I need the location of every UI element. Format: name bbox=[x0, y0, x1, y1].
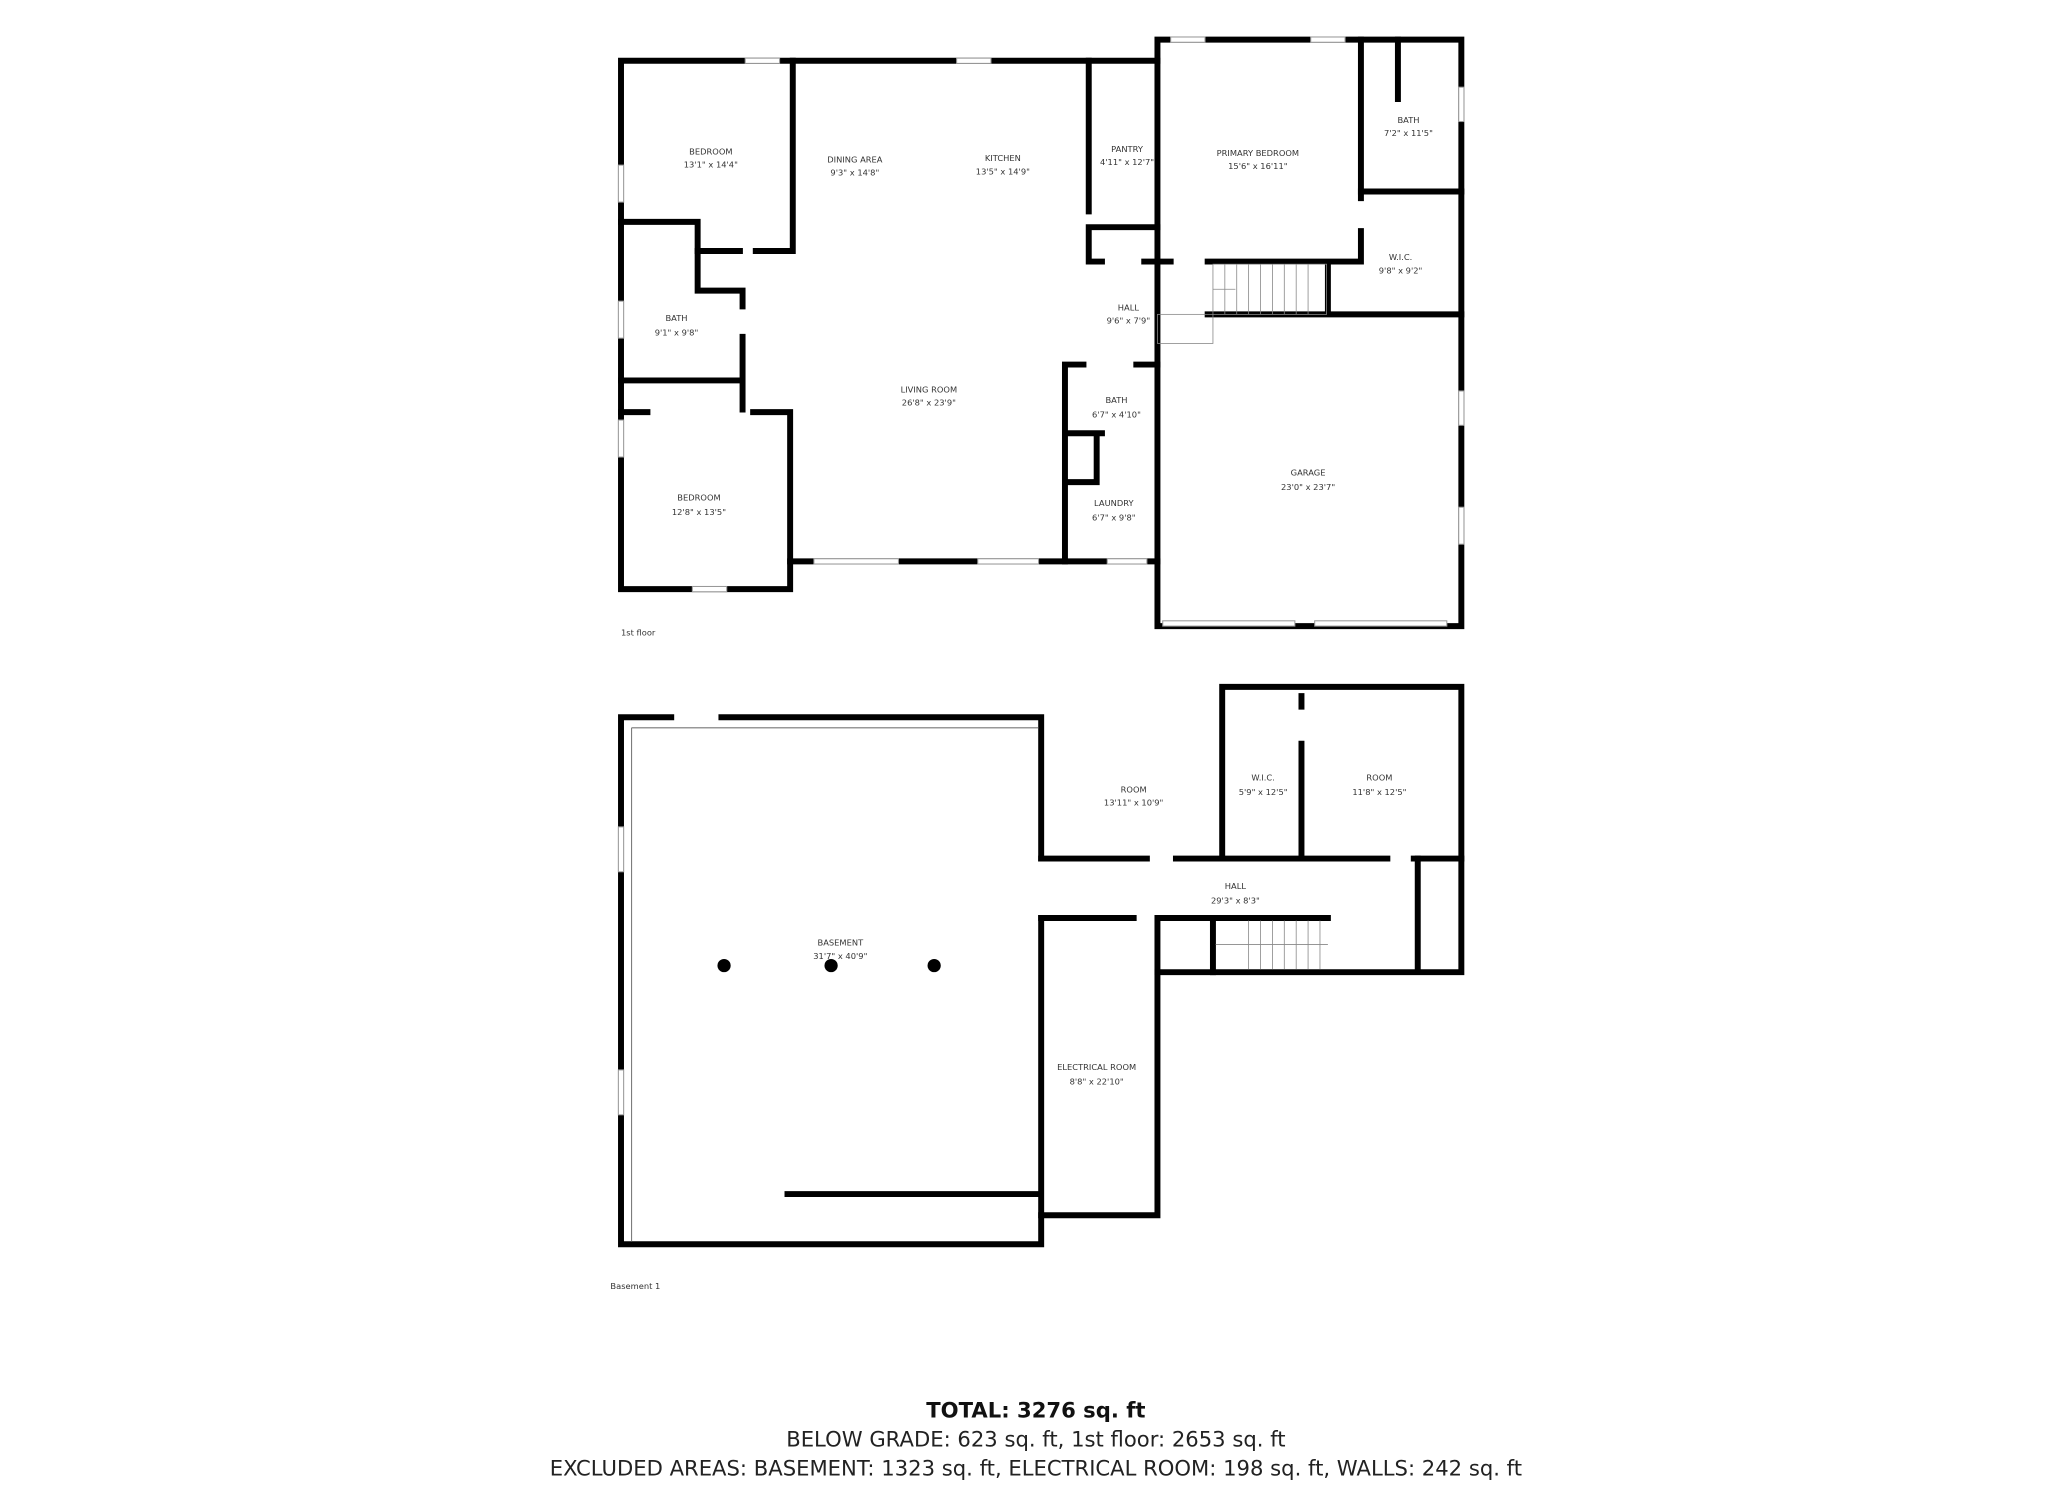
room-dimensions: 11'8" x 12'5" bbox=[1352, 787, 1406, 797]
room-name: W.I.C. bbox=[1389, 252, 1412, 262]
room-dimensions: 6'7" x 9'8" bbox=[1092, 512, 1136, 522]
area-summary: TOTAL: 3276 sq. ft BELOW GRADE: 623 sq. … bbox=[550, 1397, 1522, 1480]
room-name: ELECTRICAL ROOM bbox=[1057, 1062, 1136, 1072]
basement-columns bbox=[717, 958, 941, 973]
room-dimensions: 29'3" x 8'3" bbox=[1211, 895, 1260, 905]
first-floor-labels: BEDROOM 13'1" x 14'4" DINING AREA 9'3" x 1… bbox=[621, 115, 1433, 638]
room-dimensions: 13'5" x 14'9" bbox=[976, 166, 1030, 176]
room-dimensions: 8'8" x 22'10" bbox=[1070, 1076, 1124, 1086]
room-dimensions: 6'7" x 4'10" bbox=[1092, 409, 1141, 419]
room-dimensions: 31'7" x 40'9" bbox=[813, 951, 867, 961]
first-floor-stairs bbox=[1157, 263, 1327, 344]
room-name: BATH bbox=[1105, 395, 1127, 405]
room-dimensions: 9'3" x 14'8" bbox=[830, 168, 879, 178]
area-breakdown: BELOW GRADE: 623 sq. ft, 1st floor: 2653… bbox=[786, 1426, 1285, 1451]
room-name: ROOM bbox=[1366, 773, 1392, 783]
first-floor-windows bbox=[617, 36, 1465, 627]
room-dimensions: 4'11" x 12'7" bbox=[1100, 157, 1154, 167]
room-name: W.I.C. bbox=[1251, 773, 1274, 783]
room-name: BATH bbox=[1397, 115, 1419, 125]
room-dimensions: 9'1" x 9'8" bbox=[655, 328, 699, 338]
room-name: HALL bbox=[1225, 881, 1247, 891]
room-name: BEDROOM bbox=[677, 493, 720, 503]
room-name: PANTRY bbox=[1111, 144, 1144, 154]
basement-labels: ROOM 13'11" x 10'9" W.I.C. 5'9" x 12'5" RO… bbox=[610, 773, 1406, 1292]
room-name: LAUNDRY bbox=[1094, 498, 1134, 508]
room-name: ROOM bbox=[1121, 785, 1147, 795]
room-name: DINING AREA bbox=[827, 154, 883, 164]
room-name: KITCHEN bbox=[985, 153, 1021, 163]
room-name: BASEMENT bbox=[818, 938, 865, 948]
room-dimensions: 9'6" x 7'9" bbox=[1107, 316, 1151, 326]
floor-label-basement: Basement 1 bbox=[610, 1281, 660, 1291]
total-area: TOTAL: 3276 sq. ft bbox=[926, 1397, 1145, 1422]
room-name: LIVING ROOM bbox=[901, 384, 958, 394]
room-name: BEDROOM bbox=[689, 147, 732, 157]
room-dimensions: 13'1" x 14'4" bbox=[684, 160, 738, 170]
room-dimensions: 7'2" x 11'5" bbox=[1384, 128, 1433, 138]
floor-label-1st: 1st floor bbox=[621, 627, 656, 637]
first-floor-walls bbox=[618, 36, 1465, 630]
room-name: GARAGE bbox=[1291, 468, 1326, 478]
room-dimensions: 26'8" x 23'9" bbox=[902, 398, 956, 408]
excluded-areas: EXCLUDED AREAS: BASEMENT: 1323 sq. ft, E… bbox=[550, 1455, 1522, 1480]
room-name: BATH bbox=[665, 313, 687, 323]
room-dimensions: 9'8" x 9'2" bbox=[1379, 265, 1423, 275]
room-name: PRIMARY BEDROOM bbox=[1217, 148, 1299, 158]
room-dimensions: 23'0" x 23'7" bbox=[1281, 482, 1335, 492]
basement-stairs bbox=[1215, 920, 1328, 970]
room-dimensions: 15'6" x 16'11" bbox=[1228, 161, 1288, 171]
room-dimensions: 13'11" x 10'9" bbox=[1104, 798, 1164, 808]
basement-walls bbox=[617, 683, 1465, 1248]
room-dimensions: 5'9" x 12'5" bbox=[1239, 787, 1288, 797]
room-dimensions: 12'8" x 13'5" bbox=[672, 507, 726, 517]
room-name: HALL bbox=[1118, 302, 1140, 312]
